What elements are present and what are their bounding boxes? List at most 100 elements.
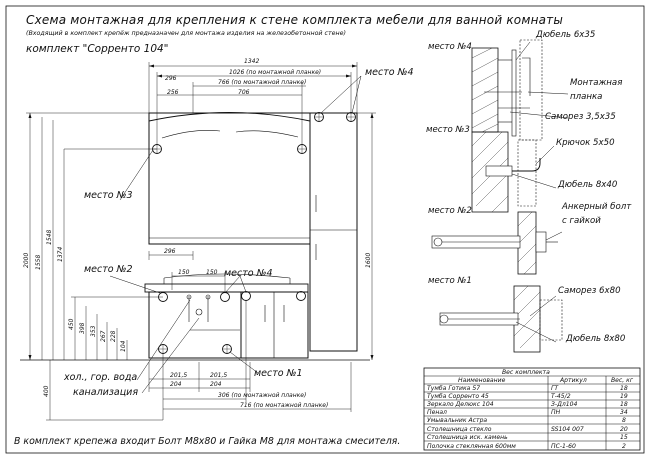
table-row-8-weight: 2 bbox=[622, 443, 626, 450]
dim-256: 256 bbox=[167, 89, 179, 96]
dim-716: 716 (по монтажной планке) bbox=[240, 402, 328, 409]
dim-296-mid: 296 bbox=[164, 248, 176, 255]
countertop bbox=[144, 283, 309, 293]
left-dimensions bbox=[26, 112, 376, 421]
detail-place-1 bbox=[439, 285, 563, 353]
table-header-article: Артикул bbox=[559, 377, 587, 384]
table-row-6-name: Столешница стекло bbox=[427, 426, 492, 433]
table-row-1-article: ГТ bbox=[551, 385, 559, 392]
kit-name: комплект "Сорренто 104" bbox=[26, 43, 169, 55]
dim-1600: 1600 bbox=[365, 253, 372, 268]
table-row-4-weight: 34 bbox=[620, 409, 628, 416]
dim-766: 766 (по монтажной планке) bbox=[218, 79, 306, 86]
top-dimensions bbox=[148, 62, 358, 293]
weight-table bbox=[423, 367, 641, 451]
table-row-1-weight: 18 bbox=[620, 385, 628, 392]
table-row-5-weight: 8 bbox=[622, 417, 626, 424]
detail-4-strip-2: планка bbox=[570, 92, 603, 102]
dim-267: 267 bbox=[100, 330, 107, 342]
dim-296-top: 296 bbox=[165, 75, 177, 82]
detail-4-strip-1: Монтажная bbox=[570, 78, 623, 88]
sheet-frame bbox=[5, 5, 645, 454]
mounting-points bbox=[152, 112, 356, 354]
detail-2-bolt-1: Анкерный болт bbox=[562, 202, 632, 212]
table-row-2-weight: 19 bbox=[620, 393, 628, 400]
dim-400: 400 bbox=[43, 385, 50, 397]
vanity-right bbox=[240, 291, 309, 359]
dim-1548: 1548 bbox=[46, 230, 53, 245]
dim-450: 450 bbox=[68, 318, 75, 330]
label-place-1: место №1 bbox=[254, 368, 303, 379]
table-row-3-article: З-Дл104 bbox=[551, 401, 578, 408]
dim-150-b: 150 bbox=[206, 269, 218, 276]
table-row-4-article: ПН bbox=[551, 409, 561, 416]
detail-3-hook: Крючок 5х50 bbox=[556, 138, 615, 148]
mirror-cabinet bbox=[148, 112, 311, 245]
table-row-6-article: SS104 007 bbox=[551, 426, 584, 433]
detail-1-dowel: Дюбель 8х80 bbox=[566, 334, 626, 344]
mirror-highlight-left bbox=[161, 130, 221, 139]
dim-2000: 2000 bbox=[23, 253, 30, 268]
dim-306: 306 (по монтажной планке) bbox=[218, 392, 306, 399]
label-sewer: канализация bbox=[73, 387, 139, 398]
dim-204-b: 204 bbox=[210, 381, 222, 388]
dim-706: 706 bbox=[238, 89, 250, 96]
table-header-weight: Вес, кг bbox=[611, 377, 634, 384]
dim-1374: 1374 bbox=[57, 247, 64, 262]
dim-353: 353 bbox=[90, 325, 97, 337]
detail-place-4 bbox=[471, 39, 543, 141]
detail-place-2 bbox=[431, 211, 558, 275]
table-row-2-name: Тумба Сорренто 45 bbox=[427, 392, 489, 400]
dim-1342: 1342 bbox=[244, 58, 259, 65]
table-row-3-name: Зеркало Делюкс 104 bbox=[427, 401, 494, 408]
detail-place-3 bbox=[471, 131, 541, 213]
dim-398: 398 bbox=[79, 322, 86, 334]
dim-150-a: 150 bbox=[178, 269, 190, 276]
mounting-note: (Входящий в комплект крепёж предназначен… bbox=[26, 30, 346, 37]
table-row-7-weight: 15 bbox=[620, 434, 628, 441]
tall-cabinet bbox=[309, 112, 358, 352]
table-row-7-name: Столешница иск. камень bbox=[427, 434, 508, 441]
washbasin-rim bbox=[163, 273, 291, 279]
table-row-8-name: Полочка стеклянная 600мм bbox=[427, 443, 516, 450]
drawing-title: Схема монтажная для крепления к стене ко… bbox=[26, 13, 564, 27]
dim-104: 104 bbox=[120, 340, 127, 352]
dim-2015-b: 201,5 bbox=[210, 372, 227, 379]
detail-1-title: место №1 bbox=[428, 276, 472, 286]
label-water-supply: хол., гор. вода bbox=[64, 372, 138, 383]
footer-note: В комплект крепежа входит Болт М8х80 и Г… bbox=[14, 436, 401, 447]
label-place-2: место №2 bbox=[84, 264, 133, 275]
table-header-name: Наименование bbox=[458, 377, 506, 384]
leaders bbox=[109, 75, 362, 394]
dim-204-a: 204 bbox=[170, 381, 182, 388]
detail-2-bolt-2: с гайкой bbox=[562, 216, 601, 226]
dim-228: 228 bbox=[110, 330, 117, 342]
dimension-labels: 1342 1026 (по монтажной планке) 766 (по … bbox=[23, 58, 372, 409]
label-place-4-lower: место №4 bbox=[224, 268, 273, 279]
dim-1026: 1026 (по монтажной планке) bbox=[229, 69, 321, 76]
detail-4-screw: Саморез 3,5х35 bbox=[545, 112, 616, 122]
mirror-arc bbox=[148, 112, 311, 122]
detail-3-dowel: Дюбель 8х40 bbox=[558, 180, 618, 190]
detail-4-dowel: Дюбель 6х35 bbox=[536, 30, 596, 40]
label-place-3: место №3 bbox=[84, 190, 133, 201]
table-caption: Вес комплекта bbox=[502, 369, 550, 376]
table-row-2-article: Т-45/2 bbox=[551, 393, 571, 400]
label-place-4-top: место №4 bbox=[365, 67, 414, 78]
dim-2015-a: 201,5 bbox=[170, 372, 187, 379]
table-row-8-article: ПС-1-60 bbox=[551, 443, 576, 450]
weight-table-text: Вес комплекта Наименование Артикул Вес, … bbox=[427, 369, 634, 450]
table-row-3-weight: 18 bbox=[620, 401, 628, 408]
detail-4-title: место №4 bbox=[428, 42, 472, 52]
table-row-5-name: Умывальник Астра bbox=[427, 417, 487, 424]
mirror-highlight-right bbox=[235, 130, 299, 138]
table-row-6-weight: 20 bbox=[620, 426, 628, 433]
table-row-4-name: Пенал bbox=[427, 409, 447, 416]
dim-1558: 1558 bbox=[35, 255, 42, 270]
detail-3-title: место №3 bbox=[426, 125, 470, 135]
detail-2-title: место №2 bbox=[428, 206, 472, 216]
table-row-1-name: Тумба Готика 57 bbox=[427, 384, 480, 392]
bottom-dimensions bbox=[148, 300, 352, 420]
